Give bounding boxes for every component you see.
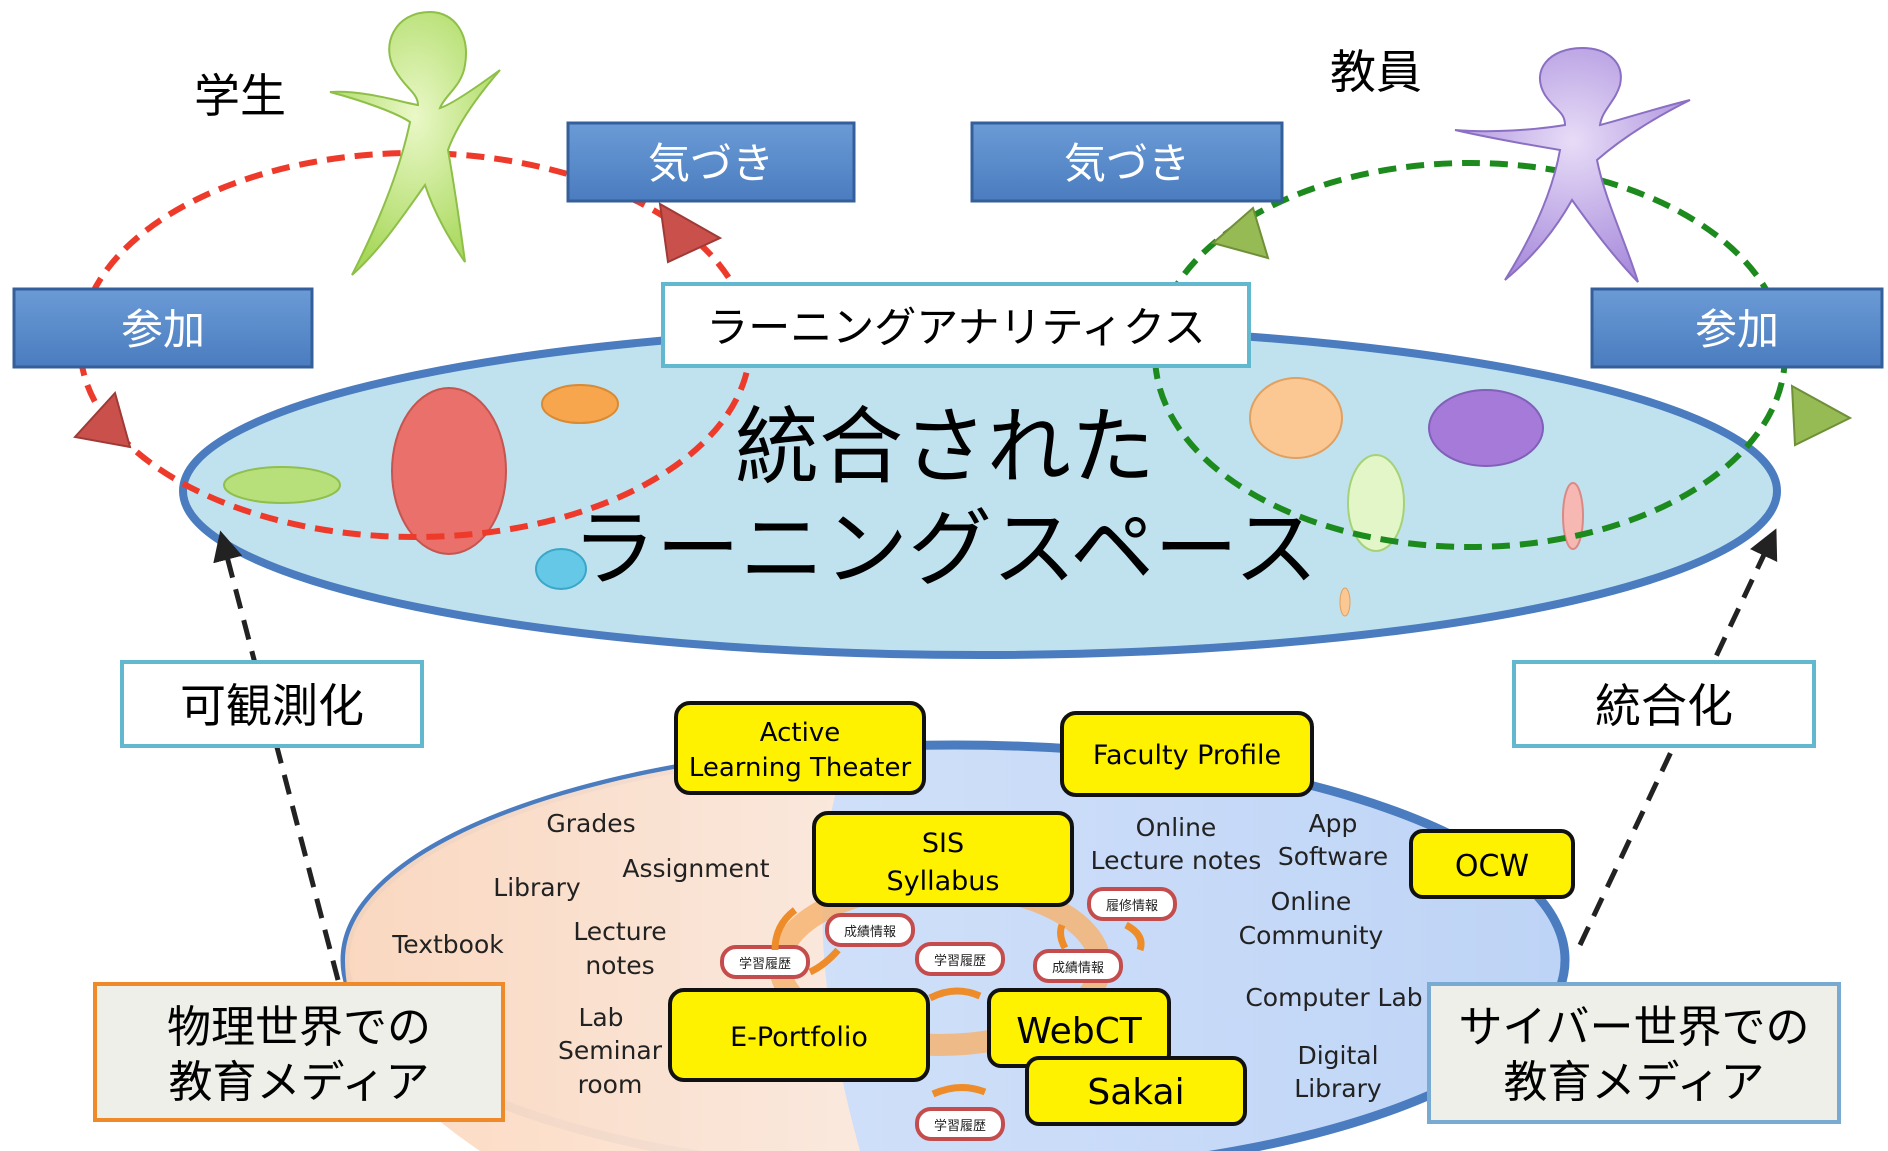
item-digital-2: Library (1294, 1074, 1382, 1103)
teacher-loop-arrow-right (1790, 384, 1853, 447)
student-sanka-label: 参加 (121, 305, 205, 354)
item-computer-lab: Computer Lab (1245, 983, 1422, 1012)
faculty-profile-label: Faculty Profile (1093, 740, 1281, 771)
student-kizuki-label: 気づき (648, 139, 774, 188)
integration-box: 統合化 (1512, 660, 1816, 748)
item-digital-1: Digital (1297, 1041, 1378, 1070)
teacher-sanka-label: 参加 (1695, 305, 1779, 354)
tag-gakushu-1: 学習履歴 (720, 945, 810, 979)
student-figure (329, 10, 501, 276)
analytics-box: ラーニングアナリティクス (661, 282, 1251, 368)
tag-seiseki-2: 成績情報 (1033, 949, 1123, 983)
student-loop-arrow-left (73, 390, 132, 449)
system-webct: WebCT (987, 988, 1171, 1068)
item-community-1: Online (1271, 887, 1352, 916)
eportfolio-label: E-Portfolio (730, 1022, 868, 1053)
teacher-kizuki-box: 気づき (970, 121, 1284, 203)
item-lecture-1: Lecture (573, 917, 666, 946)
ocw-label: OCW (1455, 849, 1529, 884)
teacher-sanka-box: 参加 (1590, 287, 1884, 369)
alt-label-1: Active (760, 718, 840, 748)
cyber-media-label-2: 教育メディア (1504, 1057, 1765, 1108)
webct-label: WebCT (1016, 1011, 1143, 1052)
system-faculty-profile: Faculty Profile (1060, 711, 1314, 797)
tag-gakushu-3-label: 学習履歴 (934, 1118, 986, 1134)
system-eportfolio: E-Portfolio (668, 988, 930, 1082)
tag-rishu-label: 履修情報 (1106, 899, 1158, 914)
teacher-figure (1454, 46, 1691, 283)
tag-seiseki-2-label: 成績情報 (1052, 961, 1104, 976)
tag-gakushu-2: 学習履歴 (915, 942, 1005, 976)
cyber-media-label-1: サイバー世界での (1458, 1002, 1809, 1053)
sis-label-2: Syllabus (887, 866, 1000, 897)
system-sakai: Sakai (1025, 1056, 1247, 1126)
student-kizuki-box: 気づき (566, 121, 856, 203)
teacher-kizuki-label: 気づき (1064, 139, 1190, 188)
tag-gakushu-2-label: 学習履歴 (934, 953, 986, 969)
item-textbook: Textbook (391, 930, 504, 959)
item-app-2: Software (1278, 842, 1388, 871)
observability-box: 可観測化 (120, 660, 424, 748)
student-label: 学生 (194, 69, 286, 123)
sakai-label: Sakai (1087, 1072, 1184, 1113)
item-lab-1: Lab (578, 1003, 623, 1032)
item-online-2: Lecture notes (1091, 846, 1262, 875)
tag-rishu: 履修情報 (1087, 887, 1177, 921)
left-up-arrow (213, 530, 341, 981)
space-title-line1: 統合された (735, 398, 1155, 496)
right-up-arrow (1577, 528, 1778, 947)
physical-media-label-2: 教育メディア (169, 1057, 430, 1108)
decorative-blobs (223, 377, 1584, 617)
item-community-2: Community (1239, 921, 1384, 950)
student-loop-arrow-top (658, 202, 723, 264)
physical-media-label-1: 物理世界での (167, 1002, 431, 1053)
student-sanka-box: 参加 (12, 287, 314, 369)
item-grades: Grades (546, 809, 635, 838)
cyber-items: Online Lecture notes App Software Online… (1091, 809, 1423, 1103)
item-lab-3: room (578, 1070, 643, 1099)
system-ocw: OCW (1409, 829, 1575, 899)
physical-items: Grades Assignment Library Textbook Lectu… (391, 809, 770, 1099)
integration-label: 統合化 (1595, 679, 1733, 733)
item-assignment: Assignment (622, 854, 769, 883)
flow-arrows (771, 907, 1145, 1098)
tag-seiseki-1: 成績情報 (825, 913, 915, 947)
teacher-loop-arrow-top (1210, 206, 1270, 260)
physical-media-box: 物理世界での 教育メディア (93, 982, 505, 1122)
item-app-1: App (1309, 809, 1358, 838)
tag-seiseki-1-label: 成績情報 (844, 925, 896, 940)
analytics-label: ラーニングアナリティクス (706, 303, 1205, 352)
item-lecture-2: notes (585, 951, 654, 980)
cyber-media-box: サイバー世界での 教育メディア (1427, 982, 1841, 1124)
tag-gakushu-3: 学習履歴 (915, 1107, 1005, 1141)
teacher-label: 教員 (1330, 45, 1422, 99)
sis-label-1: SIS (922, 828, 964, 859)
system-sis-syllabus: SIS Syllabus (812, 811, 1074, 907)
space-title-line2: ラーニングスペース (572, 500, 1318, 598)
system-active-learning-theater: Active Learning Theater (674, 701, 926, 795)
item-lab-2: Seminar (558, 1036, 663, 1065)
observability-label: 可観測化 (180, 679, 364, 733)
tag-gakushu-1-label: 学習履歴 (739, 956, 791, 972)
item-library: Library (493, 873, 581, 902)
alt-label-2: Learning Theater (689, 753, 912, 783)
item-online-1: Online (1136, 813, 1217, 842)
flow-tags: 成績情報 学習履歴 学習履歴 履修情報 成績情報 学習履歴 (720, 887, 1177, 1141)
